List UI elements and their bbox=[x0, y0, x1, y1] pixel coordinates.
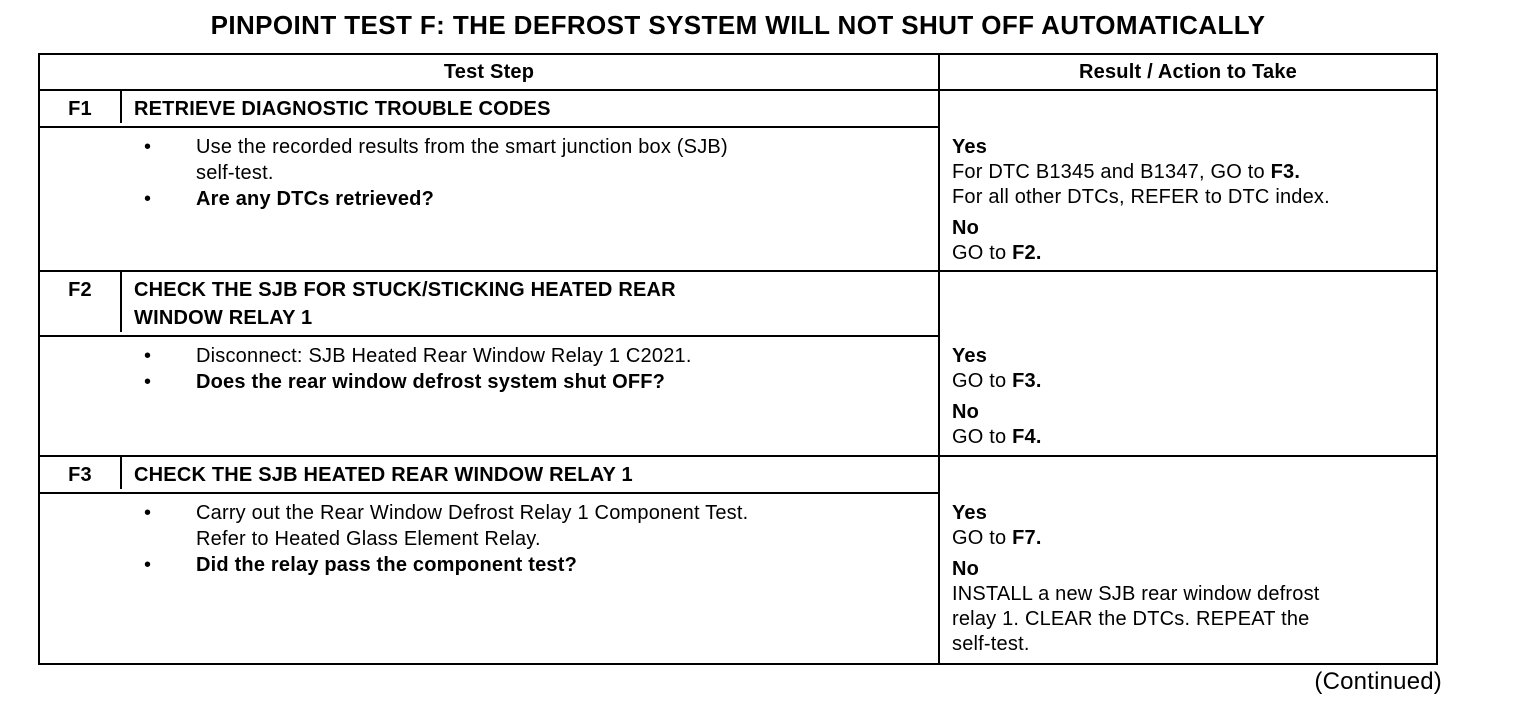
step-instructions: • Use the recorded results from the smart… bbox=[40, 128, 938, 270]
bullet-icon: • bbox=[144, 371, 152, 393]
step-id: F3 bbox=[40, 457, 122, 489]
table-row-f3: F3 CHECK THE SJB HEATED REAR WINDOW RELA… bbox=[40, 457, 1436, 663]
bullet-icon: • bbox=[144, 188, 152, 210]
step-title: CHECK THE SJB FOR STUCK/STICKING HEATED … bbox=[134, 279, 676, 329]
result-no-block: No GO to F4. bbox=[952, 400, 1428, 450]
list-item: • Does the rear window defrost system shu… bbox=[40, 369, 938, 395]
page-title: PINPOINT TEST F: THE DEFROST SYSTEM WILL… bbox=[210, 10, 1266, 40]
result-step-ref: F7. bbox=[1012, 527, 1042, 549]
result-no-label: No bbox=[952, 401, 980, 423]
result-step-ref: F3. bbox=[1270, 161, 1301, 183]
continued-label: (Continued) bbox=[1314, 668, 1442, 695]
result-line: For all other DTCs, REFER to DTC index. bbox=[952, 185, 1428, 210]
result-step-ref: F4. bbox=[1012, 426, 1042, 448]
bullet-icon: • bbox=[144, 136, 152, 158]
step-title: CHECK THE SJB HEATED REAR WINDOW RELAY 1 bbox=[134, 464, 633, 486]
step-instruction-text: Use the recorded results from the smart … bbox=[196, 136, 728, 184]
result-cell: Yes GO to F3. No GO to F4. bbox=[940, 272, 1436, 455]
result-line: GO to F7. bbox=[952, 526, 1428, 551]
table-row-f2: F2 CHECK THE SJB FOR STUCK/STICKING HEAT… bbox=[40, 272, 1436, 457]
result-line-text: GO to bbox=[952, 242, 1013, 264]
result-line-text: For DTC B1345 and B1347, GO to bbox=[952, 161, 1271, 183]
step-id: F2 bbox=[40, 272, 122, 332]
step-question-text: Did the relay pass the component test? bbox=[196, 554, 578, 576]
result-step-ref: F2. bbox=[1012, 242, 1042, 264]
result-no-label: No bbox=[952, 217, 980, 239]
table-header-row: Test Step Result / Action to Take bbox=[40, 55, 1436, 91]
result-line: For DTC B1345 and B1347, GO to F3. bbox=[952, 160, 1428, 185]
result-step-ref: F3. bbox=[1012, 370, 1042, 392]
step-instructions: • Carry out the Rear Window Defrost Relay… bbox=[40, 494, 938, 663]
list-item: • Use the recorded results from the smart… bbox=[40, 134, 938, 186]
bullet-icon: • bbox=[144, 554, 152, 576]
step-title: RETRIEVE DIAGNOSTIC TROUBLE CODES bbox=[134, 98, 551, 120]
result-yes-block: Yes GO to F3. bbox=[952, 344, 1428, 394]
result-no-block: No INSTALL a new SJB rear window defrost… bbox=[952, 557, 1428, 657]
result-line-text: INSTALL a new SJB rear window defrost re… bbox=[952, 583, 1320, 655]
step-header: F2 CHECK THE SJB FOR STUCK/STICKING HEAT… bbox=[40, 272, 938, 337]
list-item: • Did the relay pass the component test? bbox=[40, 552, 938, 578]
result-no-label: No bbox=[952, 558, 980, 580]
pinpoint-test-table: Test Step Result / Action to Take F1 RET… bbox=[38, 53, 1438, 665]
result-cell: Yes For DTC B1345 and B1347, GO to F3. F… bbox=[940, 91, 1436, 270]
step-id: F1 bbox=[40, 91, 122, 123]
column-header-result-action: Result / Action to Take bbox=[1079, 60, 1297, 83]
step-instruction-text: Carry out the Rear Window Defrost Relay … bbox=[196, 502, 749, 550]
result-line-text: For all other DTCs, REFER to DTC index. bbox=[952, 186, 1330, 208]
table-row-f1: F1 RETRIEVE DIAGNOSTIC TROUBLE CODES • Us… bbox=[40, 91, 1436, 272]
result-cell: Yes GO to F7. No INSTALL a new SJB rear … bbox=[940, 457, 1436, 663]
step-instruction-text: Disconnect: SJB Heated Rear Window Relay… bbox=[196, 345, 692, 367]
bullet-icon: • bbox=[144, 502, 152, 524]
result-line: INSTALL a new SJB rear window defrost re… bbox=[952, 582, 1428, 657]
bullet-icon: • bbox=[144, 345, 152, 367]
result-no-block: No GO to F2. bbox=[952, 216, 1428, 266]
step-question-text: Are any DTCs retrieved? bbox=[196, 188, 435, 210]
step-question-text: Does the rear window defrost system shut… bbox=[196, 371, 666, 393]
list-item: • Disconnect: SJB Heated Rear Window Rela… bbox=[40, 343, 938, 369]
result-line-text: GO to bbox=[952, 527, 1013, 549]
test-step-cell: F1 RETRIEVE DIAGNOSTIC TROUBLE CODES • Us… bbox=[40, 91, 940, 270]
result-yes-label: Yes bbox=[952, 345, 988, 367]
result-line: GO to F2. bbox=[952, 241, 1428, 266]
step-header: F3 CHECK THE SJB HEATED REAR WINDOW RELA… bbox=[40, 457, 938, 494]
list-item: • Carry out the Rear Window Defrost Relay… bbox=[40, 500, 938, 552]
result-yes-block: Yes For DTC B1345 and B1347, GO to F3. F… bbox=[952, 135, 1428, 210]
test-step-cell: F3 CHECK THE SJB HEATED REAR WINDOW RELA… bbox=[40, 457, 940, 663]
result-line-text: GO to bbox=[952, 370, 1013, 392]
result-line: GO to F4. bbox=[952, 425, 1428, 450]
result-line: GO to F3. bbox=[952, 369, 1428, 394]
test-step-cell: F2 CHECK THE SJB FOR STUCK/STICKING HEAT… bbox=[40, 272, 940, 455]
result-yes-label: Yes bbox=[952, 502, 988, 524]
step-instructions: • Disconnect: SJB Heated Rear Window Rela… bbox=[40, 337, 938, 455]
result-line-text: GO to bbox=[952, 426, 1013, 448]
step-header: F1 RETRIEVE DIAGNOSTIC TROUBLE CODES bbox=[40, 91, 938, 128]
column-header-test-step: Test Step bbox=[40, 55, 940, 89]
list-item: • Are any DTCs retrieved? bbox=[40, 186, 938, 212]
result-yes-label: Yes bbox=[952, 136, 988, 158]
result-yes-block: Yes GO to F7. bbox=[952, 501, 1428, 551]
